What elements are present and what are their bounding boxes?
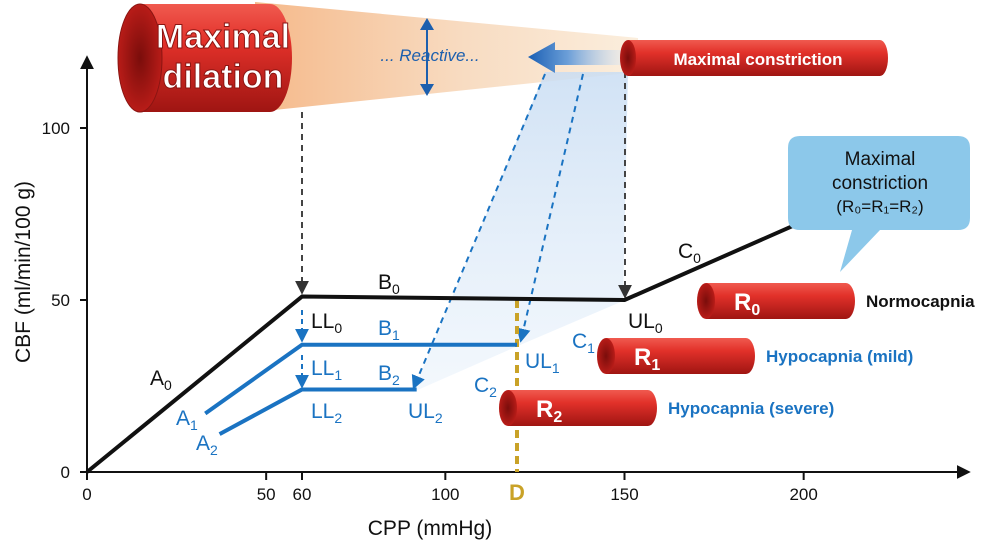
vessel-label: R1 — [634, 344, 660, 374]
vessel-end — [597, 338, 615, 374]
label-ul0: UL0 — [628, 310, 663, 336]
up-arrow-icon — [420, 18, 434, 30]
callout-line-2: constriction — [832, 173, 928, 194]
label-c0: C0 — [678, 240, 701, 266]
maximal-constriction-callout: Maximal constriction (R₀=R₁=R₂) — [788, 136, 970, 272]
vessel-end — [697, 283, 715, 319]
callout-bubble — [788, 136, 970, 272]
d-marker-label: D — [509, 480, 525, 505]
vessel-body — [606, 338, 755, 374]
vessel-end — [499, 390, 517, 426]
callout-line-3: (R₀=R₁=R₂) — [836, 197, 923, 216]
vessel-state-label: Hypocapnia (severe) — [668, 399, 834, 418]
down-arrow-icon — [420, 84, 434, 96]
label-a0: A0 — [150, 367, 172, 393]
y-tick-label: 100 — [42, 119, 70, 138]
reactive-indicator: ... Reactive... — [380, 18, 628, 96]
x-tick-label: 0 — [82, 485, 91, 504]
label-b1: B1 — [378, 317, 400, 343]
x-axis-label: CPP (mmHg) — [368, 517, 492, 540]
ul2-guide-arrow — [411, 73, 546, 390]
maximal-constriction-vessel: Maximal constriction — [620, 40, 888, 76]
vessel-label: R2 — [536, 396, 562, 426]
dilation-line-2: dilation — [163, 58, 284, 96]
y-tick-label: 0 — [61, 463, 70, 482]
curve-hypocapnia-severe — [218, 387, 417, 436]
label-ul1: UL1 — [525, 350, 560, 376]
x-tick-label: 200 — [789, 485, 817, 504]
curves — [85, 222, 798, 474]
label-a1: A1 — [176, 407, 198, 433]
axes: 0 50 60 100 150 200 0 50 100 CPP (mmHg) CBF (ml… — [12, 55, 971, 540]
maximal-dilation-vessel: Maximal dilation — [117, 3, 292, 113]
x-tick-label: 60 — [293, 485, 312, 504]
x-ticks: 0 50 60 100 150 200 — [82, 472, 818, 504]
vessel-body — [706, 283, 855, 319]
vessel-r1: R1 Hypocapnia (mild) — [597, 338, 913, 374]
dilation-line-1: Maximal — [156, 18, 290, 56]
y-tick-label: 50 — [51, 291, 70, 310]
curve-normocapnia — [85, 222, 798, 474]
dilation-tube-body — [140, 4, 292, 112]
label-c2: C2 — [474, 374, 497, 400]
vessel-r2: R2 Hypocapnia (severe) — [499, 390, 834, 426]
vessel-state-label: Normocapnia — [866, 292, 975, 311]
ul1-guide-arrow — [516, 73, 584, 343]
reactive-label: ... Reactive... — [380, 46, 479, 65]
label-b2: B2 — [378, 362, 400, 388]
constriction-fan — [413, 72, 628, 392]
label-a2: A2 — [196, 432, 218, 458]
vessel-body — [508, 390, 657, 426]
y-ticks: 0 50 100 — [42, 119, 87, 482]
constriction-label: Maximal constriction — [673, 50, 842, 69]
label-ll1: LL1 — [311, 357, 342, 383]
callout-line-1: Maximal — [845, 149, 916, 170]
x-tick-label: 150 — [610, 485, 638, 504]
dilation-tube-end — [117, 3, 163, 113]
constriction-tube-end — [620, 40, 636, 76]
label-c1: C1 — [572, 330, 595, 356]
x-tick-label: 100 — [431, 485, 459, 504]
label-b0: B0 — [378, 271, 400, 297]
label-ul2: UL2 — [408, 400, 443, 426]
left-arrow-icon — [528, 42, 628, 73]
y-axis-label: CBF (ml/min/100 g) — [12, 181, 35, 363]
vessel-r0: R0 Normocapnia — [697, 283, 975, 319]
vessel-label: R0 — [734, 289, 760, 319]
x-tick-label: 50 — [257, 485, 276, 504]
label-ll2: LL2 — [311, 400, 342, 426]
reactive-cone — [255, 2, 638, 112]
vessel-state-label: Hypocapnia (mild) — [766, 347, 913, 366]
curve-hypocapnia-mild — [204, 342, 517, 416]
label-ll0: LL0 — [311, 310, 342, 336]
constriction-tube-body — [628, 40, 888, 76]
